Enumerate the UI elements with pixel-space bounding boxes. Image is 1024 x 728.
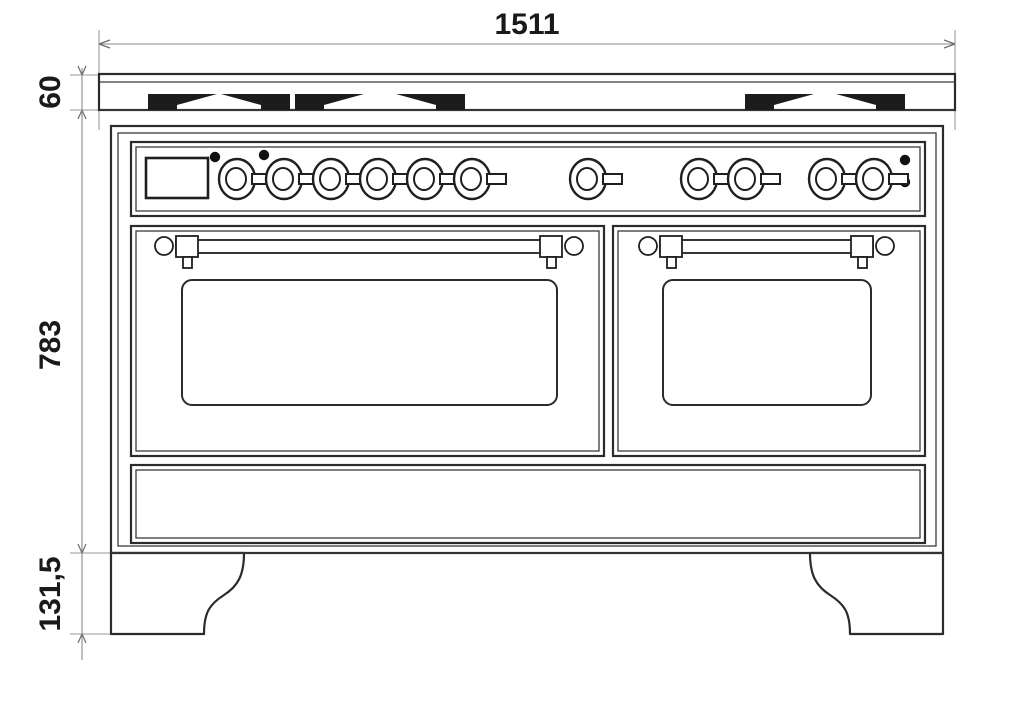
- indicator-lamp-3: [899, 154, 911, 166]
- oven-handle-left[interactable]: [154, 235, 584, 269]
- dimension-height-131-5: 131,5: [34, 543, 87, 660]
- warming-drawer[interactable]: [129, 463, 927, 545]
- control-panel[interactable]: [129, 140, 927, 218]
- indicator-lamp-1: [209, 151, 221, 163]
- oven-window-left: [181, 279, 558, 406]
- knob-group-left[interactable]: [217, 157, 507, 201]
- control-knob[interactable]: [217, 157, 272, 201]
- knob-group-center[interactable]: [568, 157, 623, 201]
- oven-door-right[interactable]: [611, 224, 927, 458]
- timer-display[interactable]: [144, 156, 210, 200]
- cooktop[interactable]: [97, 72, 957, 112]
- dimension-label-leg-height: 131,5: [34, 556, 67, 631]
- control-knob[interactable]: [311, 157, 366, 201]
- grate-left-group[interactable]: [148, 94, 465, 110]
- control-knob[interactable]: [264, 157, 319, 201]
- indicator-lamp-2: [258, 149, 270, 161]
- grate-right-group[interactable]: [745, 94, 905, 110]
- oven-window-right: [662, 279, 872, 406]
- leg-left: [109, 551, 246, 636]
- control-knob[interactable]: [726, 157, 781, 201]
- knob-group-right-b[interactable]: [807, 157, 909, 201]
- dimension-label-cooktop-height: 60: [34, 75, 67, 108]
- oven-door-left[interactable]: [129, 224, 606, 458]
- control-knob[interactable]: [358, 157, 413, 201]
- appliance-body: [97, 72, 957, 636]
- knob-group-right-a[interactable]: [679, 157, 781, 201]
- dimension-height-60: 60: [34, 65, 87, 120]
- dimension-label-width: 1511: [494, 8, 559, 41]
- control-knob[interactable]: [854, 157, 909, 201]
- leg-right: [808, 551, 945, 636]
- oven-handle-right[interactable]: [638, 235, 895, 269]
- control-knob[interactable]: [568, 157, 623, 201]
- dimension-label-body-height: 783: [34, 320, 67, 370]
- dimension-height-783: 783: [34, 110, 83, 553]
- dimension-width-1511: 1511: [98, 8, 956, 49]
- control-knob[interactable]: [452, 157, 507, 201]
